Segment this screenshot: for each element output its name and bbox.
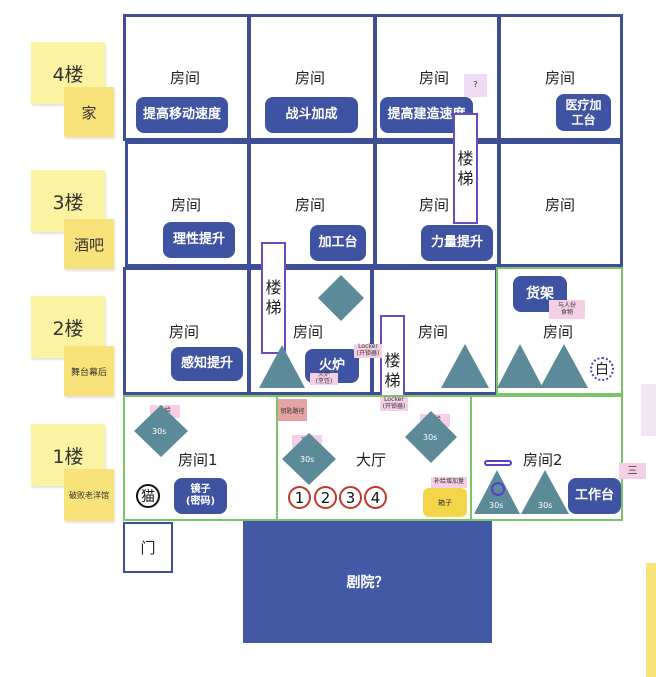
strength-up-button[interactable]: 力量提升 xyxy=(421,225,493,261)
room-2f-4-label: 房间 xyxy=(543,323,574,341)
floor4-sub-sticky: 家 xyxy=(64,87,114,137)
perception-up-button[interactable]: 感知提升 xyxy=(171,347,243,381)
stairs-2f-1f-label: 楼梯 xyxy=(384,351,401,390)
cat-marker-label: 猫 xyxy=(141,489,155,505)
stairs-3f-2f-label: 楼梯 xyxy=(265,278,282,317)
workbench-1f-button[interactable]: 工作台 xyxy=(568,478,621,514)
door[interactable]: 门 xyxy=(123,522,173,573)
red-label: 钥匙路径 xyxy=(278,399,307,421)
box[interactable]: 箱子 xyxy=(423,488,467,517)
white-marker-label: 白 xyxy=(595,362,609,378)
pill-marker xyxy=(484,460,512,466)
room-4f-1-label: 房间 xyxy=(170,69,201,87)
room-3f-4 xyxy=(498,141,623,267)
question-note: ? xyxy=(464,74,487,97)
floor4-sub: 家 xyxy=(81,103,97,122)
room-2f-1-label: 房间 xyxy=(169,323,200,341)
number-3: 3 xyxy=(339,486,362,509)
door-label: 门 xyxy=(140,539,156,557)
medical-bench-button[interactable]: 医疗加工台 xyxy=(556,94,611,131)
floor3-sub: 酒吧 xyxy=(73,235,104,254)
theater-label: 剧院？ xyxy=(346,575,389,591)
mirror-button[interactable]: 镜子 (密码) xyxy=(174,478,227,514)
rational-up-button[interactable]: 理性提升 xyxy=(163,222,235,258)
room-3f-3-label: 房间 xyxy=(419,196,450,214)
theater-block: 剧院？ xyxy=(243,521,492,643)
someone-food-note: 与人份 食物 xyxy=(549,300,585,319)
floor2-label: 2楼 xyxy=(52,317,84,340)
move-speed-button[interactable]: 提高移动速度 xyxy=(136,97,228,133)
number-4: 4 xyxy=(364,486,387,509)
room-2f-2-label: 房间 xyxy=(293,323,324,341)
timer-lobby-left: 30s xyxy=(300,455,315,464)
number-2: 2 xyxy=(314,486,337,509)
supply-note-3: 补给 xyxy=(420,414,450,427)
supply-note-2: 补给 xyxy=(292,435,322,448)
stairs-4f-3f-label: 楼梯 xyxy=(457,148,474,188)
floor1-label: 1楼 xyxy=(52,445,84,468)
stairs-3f-2f[interactable]: 楼梯 xyxy=(261,242,286,354)
floor1-sub-sticky: 破败老洋馆 xyxy=(64,469,114,521)
lobby-label: 大厅 xyxy=(356,451,387,469)
floor3-sub-sticky: 酒吧 xyxy=(64,219,114,269)
red-label-text: 钥匙路径 xyxy=(280,407,305,415)
combat-bonus-button[interactable]: 战斗加成 xyxy=(265,97,358,133)
room-3f-2-label: 房间 xyxy=(295,196,326,214)
room-4f-3-label: 房间 xyxy=(419,69,450,87)
stairs-4f-3f[interactable]: 楼梯 xyxy=(453,113,478,224)
lockey-note-2f: Locker (开锁器) xyxy=(354,344,382,358)
timer-lobby-right: 30s xyxy=(423,433,438,442)
floor2-sub: 舞台幕后 xyxy=(70,367,107,378)
room-4f-4-label: 房间 xyxy=(545,69,576,87)
timer-room2-b: 30s xyxy=(538,501,553,510)
room-2f-3-label: 房间 xyxy=(418,323,449,341)
edge-sticky-yellow xyxy=(646,563,656,677)
number-1: 1 xyxy=(288,486,311,509)
supply-note-1: 补给 xyxy=(150,405,180,418)
cat-marker: 猫 xyxy=(136,484,160,508)
floor1-sub: 破败老洋馆 xyxy=(69,490,109,500)
room1-label: 房间1 xyxy=(178,451,218,469)
furnace-note: 火炉 (烹饪) xyxy=(310,372,338,385)
room2-label: 房间2 xyxy=(523,451,563,469)
floor3-label: 3楼 xyxy=(52,191,84,214)
white-marker: 白 xyxy=(590,357,614,381)
room-3f-1-label: 房间 xyxy=(171,196,202,214)
box-label: 箱子 xyxy=(438,498,452,507)
edge-sticky-pink xyxy=(641,384,656,436)
timer-room2-a: 30s xyxy=(489,501,504,510)
floor4-label: 4楼 xyxy=(52,63,84,86)
timer-room1: 30s xyxy=(152,427,167,436)
floor2-sub-sticky: 舞台幕后 xyxy=(64,346,114,396)
room-4f-2-label: 房间 xyxy=(295,69,326,87)
lockey-note-1f: Locker (开锁器) xyxy=(380,397,408,411)
shelf-note: 补给增加量 xyxy=(431,477,467,488)
room-3f-4-label: 房间 xyxy=(545,196,576,214)
workbench-3f-button[interactable]: 加工台 xyxy=(310,225,366,261)
three-note: 三 xyxy=(619,463,646,479)
